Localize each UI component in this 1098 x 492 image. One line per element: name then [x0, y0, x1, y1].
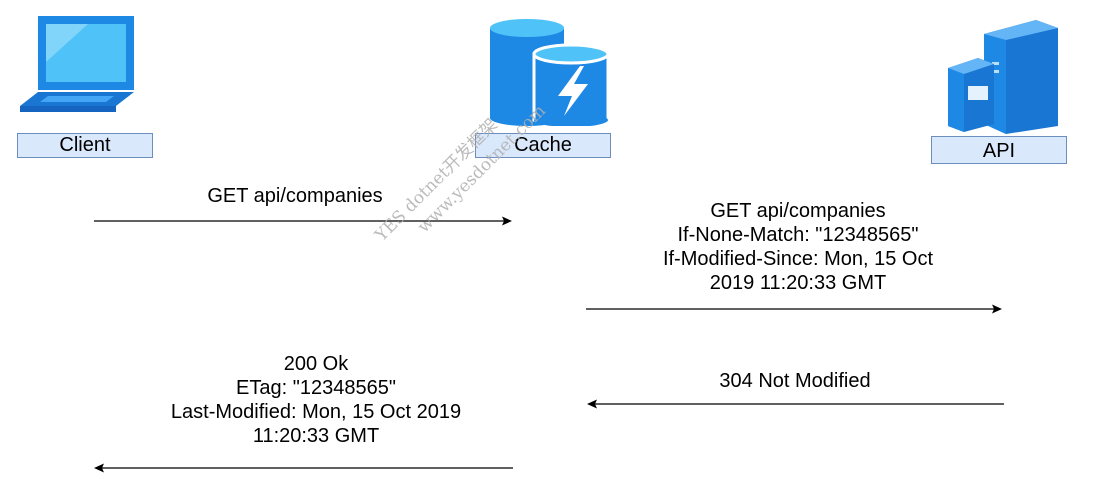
message-line: GET api/companies — [710, 200, 886, 222]
cache-label: Cache — [475, 133, 611, 158]
request-client-to-cache: GET api/companies — [95, 184, 495, 208]
message-line: If-Modified-Since: Mon, 15 Oct — [662, 248, 934, 270]
server-icon — [944, 18, 1062, 141]
message-line: GET api/companies — [207, 185, 383, 207]
message-line: Last-Modified: Mon, 15 Oct 2019 — [170, 401, 462, 423]
message-line: ETag: "12348565" — [236, 377, 396, 399]
request-cache-to-api: GET api/companies If-None-Match: "123485… — [598, 199, 998, 295]
message-line: If-None-Match: "12348565" — [677, 224, 919, 246]
api-label: API — [931, 136, 1067, 164]
message-line: 200 Ok — [283, 353, 349, 375]
cache-database-icon — [488, 18, 612, 131]
laptop-icon — [18, 12, 136, 129]
arrowhead-left — [94, 463, 104, 473]
message-line: 304 Not Modified — [719, 370, 871, 392]
message-line: 11:20:33 GMT — [252, 425, 380, 447]
arrowhead-left — [587, 399, 597, 409]
arrowhead-right — [992, 304, 1002, 314]
response-api-to-cache: 304 Not Modified — [595, 369, 995, 393]
message-line: 2019 11:20:33 GMT — [709, 272, 887, 294]
response-cache-to-client: 200 Ok ETag: "12348565" Last-Modified: M… — [116, 352, 516, 448]
client-label: Client — [17, 133, 153, 158]
arrowhead-right — [502, 216, 512, 226]
